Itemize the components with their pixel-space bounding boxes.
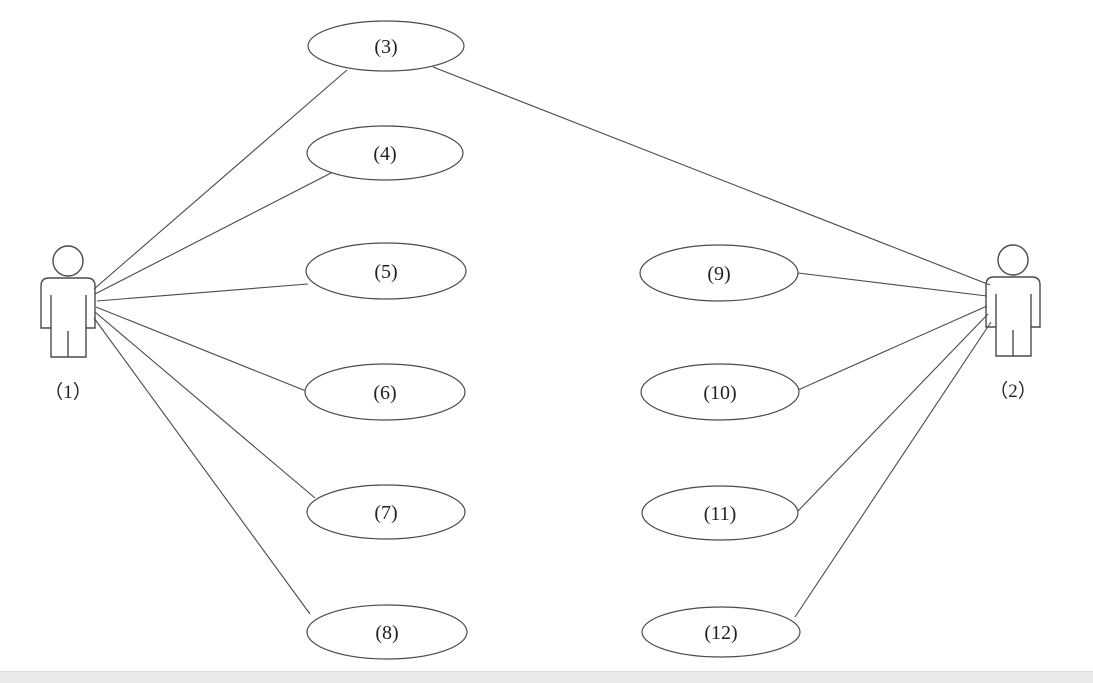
association-2-9	[797, 272, 988, 297]
use-case-ellipse	[305, 242, 467, 300]
association-1-7	[94, 311, 316, 499]
association-2-12	[794, 321, 992, 618]
actor-head	[997, 244, 1029, 276]
use-case-10[interactable]: (10)	[640, 363, 800, 421]
association-2-10	[797, 305, 988, 391]
use-case-label: (8)	[375, 622, 398, 644]
use-case-label: (11)	[704, 503, 737, 525]
use-case-ellipse	[639, 244, 799, 302]
actor-body	[40, 277, 96, 358]
actor-body	[985, 276, 1041, 357]
actor-label: （1）	[44, 381, 92, 403]
association-2-11	[796, 313, 989, 513]
use-case-ellipse	[306, 125, 464, 181]
use-case-8[interactable]: (8)	[306, 604, 468, 660]
use-case-ellipse	[306, 484, 466, 540]
association-2-3	[432, 66, 991, 286]
use-case-label: (12)	[704, 622, 737, 644]
actor-label: （2）	[989, 380, 1037, 402]
use-case-4[interactable]: (4)	[306, 125, 464, 181]
use-case-label: (9)	[707, 263, 730, 285]
horizontal-scrollbar-track[interactable]	[0, 671, 1093, 683]
association-1-5	[96, 283, 309, 302]
use-case-12[interactable]: (12)	[641, 606, 801, 658]
actor-head	[52, 245, 84, 277]
association-1-3	[93, 69, 348, 290]
use-case-ellipse	[641, 606, 801, 658]
use-case-3[interactable]: (3)	[307, 20, 465, 72]
use-case-ellipse	[641, 485, 799, 541]
use-case-label: (7)	[374, 502, 397, 524]
use-case-ellipse	[640, 363, 800, 421]
actor-2[interactable]: （2）	[985, 244, 1041, 402]
use-case-label: (6)	[373, 382, 396, 404]
use-case-7[interactable]: (7)	[306, 484, 466, 540]
association-1-4	[94, 171, 334, 295]
use-case-ellipse	[306, 604, 468, 660]
use-case-ellipse	[307, 20, 465, 72]
use-case-label: (4)	[373, 143, 396, 165]
association-1-6	[95, 306, 307, 392]
use-case-11[interactable]: (11)	[641, 485, 799, 541]
actor-1[interactable]: （1）	[40, 245, 96, 403]
use-case-label: (10)	[703, 382, 736, 404]
use-case-label: (5)	[374, 261, 397, 283]
use-case-9[interactable]: (9)	[639, 244, 799, 302]
use-case-label: (3)	[374, 36, 397, 58]
use-case-5[interactable]: (5)	[305, 242, 467, 300]
association-1-8	[93, 317, 311, 615]
use-case-ellipse	[304, 363, 466, 421]
use-case-6[interactable]: (6)	[304, 363, 466, 421]
